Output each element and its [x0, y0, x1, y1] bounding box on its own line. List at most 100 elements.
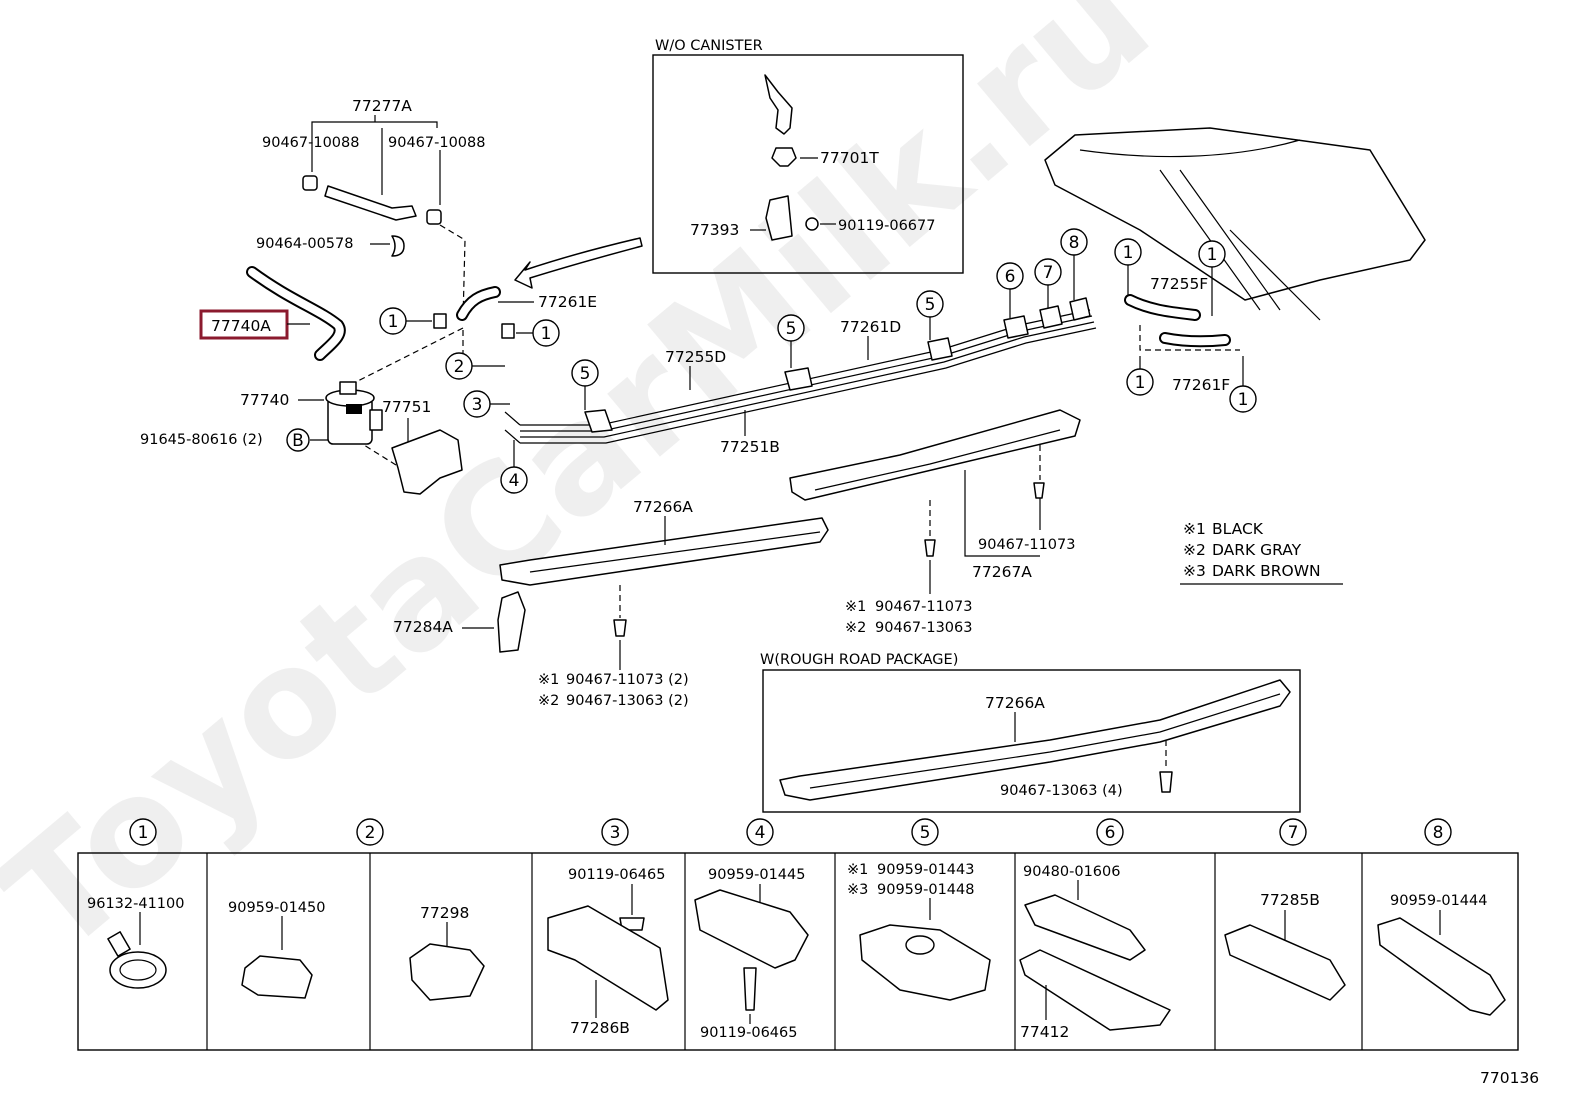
note-5-1: ※1: [847, 862, 868, 878]
vacuum-valve-77740: [325, 381, 383, 445]
diagram-id: 770136: [1480, 1069, 1539, 1087]
wo-canister-title: W/O CANISTER: [655, 38, 763, 54]
label-77255F: 77255F: [1150, 275, 1208, 293]
part-90959-01448: 90959-01448: [877, 882, 975, 898]
svg-text:1: 1: [1135, 373, 1146, 393]
label-90467-10088-left: 90467-10088: [262, 135, 360, 151]
label-77261E: 77261E: [538, 293, 597, 311]
legend-2-prefix: ※2: [1183, 541, 1206, 559]
label-90119-06677: 90119-06677: [838, 218, 936, 234]
part-77412: 77412: [1020, 1023, 1069, 1041]
part-90959-01444: 90959-01444: [1390, 893, 1488, 909]
label-77277A: 77277A: [352, 97, 412, 115]
clamp-table: 1 2 3 4 5 6 7 8 96132-41100 90959-01450 …: [77, 818, 1519, 1051]
clamp-90959-01443: [859, 924, 991, 1001]
note-5-3: ※3: [847, 882, 868, 898]
legend-1-text: BLACK: [1212, 520, 1264, 538]
bracket-77393: [765, 195, 793, 241]
table-num-3: 3: [610, 823, 621, 843]
bolt-90119-06677: [805, 217, 819, 231]
protector-77266A: [499, 517, 829, 586]
label-77255D: 77255D: [665, 348, 726, 366]
label-77261F: 77261F: [1172, 376, 1230, 394]
leader-77277A: [311, 115, 438, 128]
svg-text:1: 1: [1238, 390, 1249, 410]
legend-1-prefix: ※1: [1183, 520, 1206, 538]
label-91645-80616: 91645-80616 (2): [140, 432, 263, 448]
fuel-lines: 5 5 5 6 7 8 77255D 77261D 77251B: [504, 228, 1097, 456]
clamp-90480-01606: [1024, 894, 1146, 961]
legend-3-prefix: ※3: [1183, 562, 1206, 580]
bracket-77286B: [547, 905, 669, 1011]
label-90467-11073-a: 90467-11073 (2): [566, 672, 689, 688]
fuel-tank: 77255F 77261F 1 1 1 1: [1044, 127, 1426, 413]
clamp-90959-01450: [241, 955, 313, 999]
label-90467-13063-b: 90467-13063: [875, 620, 973, 636]
svg-text:1: 1: [388, 312, 399, 332]
part-77286B: 77286B: [570, 1019, 630, 1037]
part-90959-01450: 90959-01450: [228, 900, 326, 916]
table-num-8: 8: [1433, 823, 1444, 843]
clamp-77285B: [1224, 924, 1346, 1001]
table-num-1: 1: [138, 823, 149, 843]
label-77266A: 77266A: [633, 498, 693, 516]
protector-77267A: [789, 409, 1081, 501]
part-77298: 77298: [420, 904, 469, 922]
part-90119-06465-a: 90119-06465: [568, 867, 666, 883]
label-77267A: 77267A: [972, 563, 1032, 581]
note-2-a: ※2: [538, 693, 559, 709]
leaders-10088: [311, 128, 441, 205]
svg-text:5: 5: [925, 295, 936, 315]
wo-canister-box: W/O CANISTER 77701T 77393 90119-06677: [652, 38, 964, 274]
label-77261D: 77261D: [840, 318, 901, 336]
label-90467-11073-b: 90467-11073: [875, 599, 973, 615]
protectors: 90467-11073 77267A ※1 90467-11073 ※2 904…: [393, 409, 1081, 709]
protector-77266A-rr: [779, 679, 1291, 801]
legend-3-text: DARK BROWN: [1212, 562, 1321, 580]
label-90467-13063-rr: 90467-13063 (4): [1000, 783, 1123, 799]
note-1-b: ※1: [845, 599, 866, 615]
svg-text:1: 1: [1207, 245, 1218, 265]
clamp-90959-01445: [694, 889, 809, 969]
bracket-77751: [391, 429, 463, 495]
part-90959-01443: 90959-01443: [877, 862, 975, 878]
label-77251B: 77251B: [720, 438, 780, 456]
svg-text:8: 8: [1069, 233, 1080, 253]
table-num-4: 4: [755, 823, 766, 843]
svg-text:7: 7: [1043, 263, 1054, 283]
upper-left-assembly: 77277A 90467-10088 90467-10088 90464-005…: [140, 97, 643, 495]
svg-text:3: 3: [472, 395, 483, 415]
label-90467-13063-a: 90467-13063 (2): [566, 693, 689, 709]
svg-text:2: 2: [454, 357, 465, 377]
label-77701T: 77701T: [820, 149, 879, 167]
table-num-5: 5: [920, 823, 931, 843]
color-legend: ※1 BLACK ※2 DARK GRAY ※3 DARK BROWN: [1180, 520, 1343, 585]
label-90467-11073-c: 90467-11073: [978, 537, 1076, 553]
table-num-7: 7: [1288, 823, 1299, 843]
part-90959-01445: 90959-01445: [708, 867, 806, 883]
part-90119-06465-b: 90119-06465: [700, 1025, 798, 1041]
callout-b: B: [292, 431, 304, 451]
rough-road-title: W(ROUGH ROAD PACKAGE): [760, 652, 958, 668]
watermark: ToyotaCarMilk.ru: [0, 0, 1182, 988]
note-2-b: ※2: [845, 620, 866, 636]
bracket-77284A: [497, 591, 526, 653]
svg-text:5: 5: [786, 319, 797, 339]
svg-text:6: 6: [1005, 267, 1016, 287]
part-96132-41100: 96132-41100: [87, 896, 185, 912]
part-90480-01606: 90480-01606: [1023, 864, 1121, 880]
hose-wo-canister: [764, 74, 793, 135]
part-77285B: 77285B: [1260, 891, 1320, 909]
rough-road-box: W(ROUGH ROAD PACKAGE) 77266A 90467-13063…: [760, 652, 1301, 813]
label-90467-10088-right: 90467-10088: [388, 135, 486, 151]
label-77393: 77393: [690, 221, 739, 239]
svg-text:1: 1: [1123, 243, 1134, 263]
svg-text:4: 4: [509, 471, 520, 491]
label-77751: 77751: [382, 398, 431, 416]
table-num-6: 6: [1105, 823, 1116, 843]
svg-text:5: 5: [580, 364, 591, 384]
check-valve-77701T: [771, 147, 797, 167]
label-77266A-rr: 77266A: [985, 694, 1045, 712]
legend-2-text: DARK GRAY: [1212, 541, 1302, 559]
